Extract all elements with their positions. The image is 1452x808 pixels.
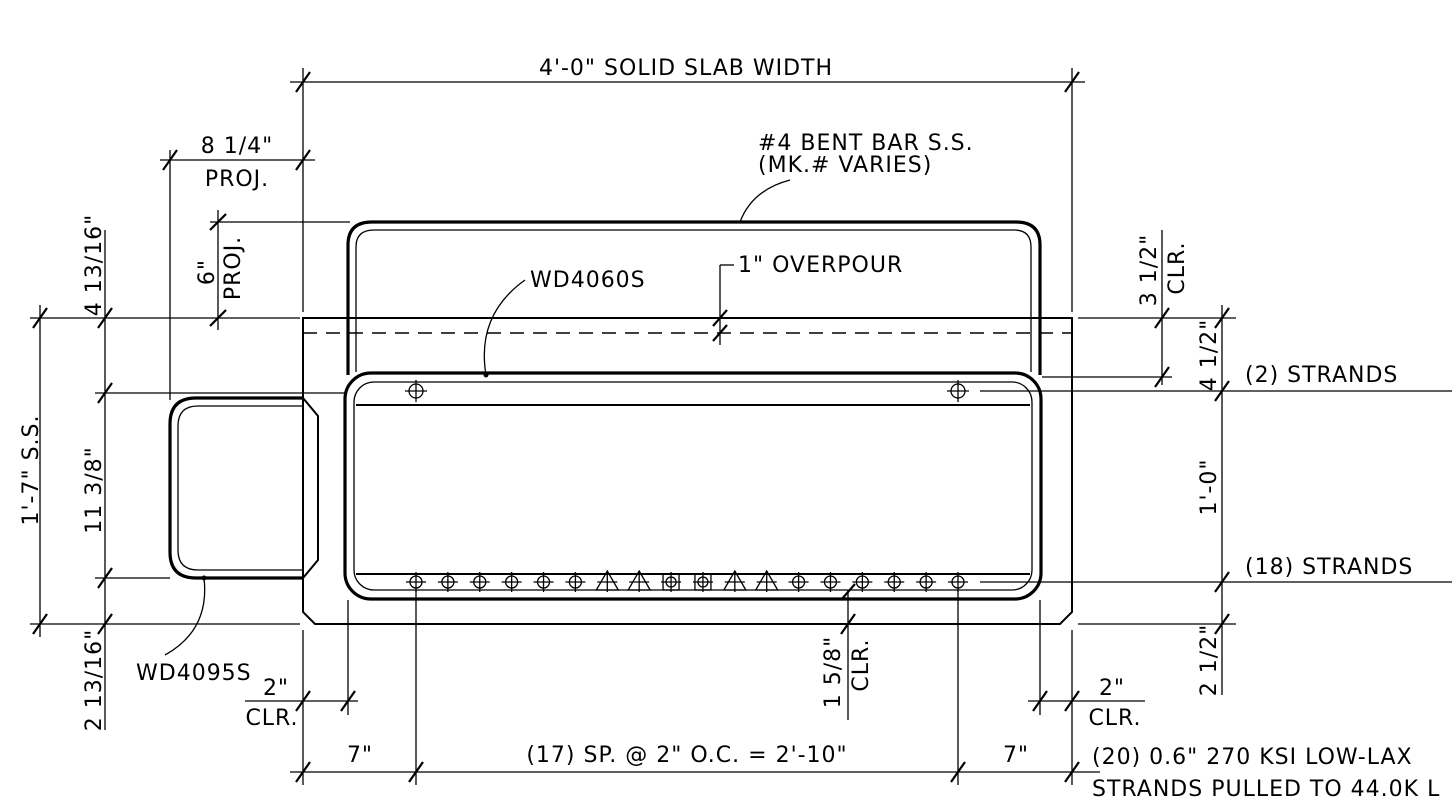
dim-1-7-ss: 1'-7" S.S. <box>19 414 44 525</box>
main-stirrup <box>343 371 1043 601</box>
bottom-strand <box>627 569 652 592</box>
dim-11-3-8: 11 3/8" <box>82 446 107 534</box>
dim-proj-8: 8 1/4" PROJ. <box>160 134 315 400</box>
dim-4-13-16: 4 13/16" <box>82 214 107 317</box>
dim-2-1-2: 2 1/2" <box>1197 624 1222 697</box>
bent-bar-line1: #4 BENT BAR S.S. <box>758 131 974 156</box>
slab-outline <box>302 317 1073 625</box>
left-stirrup <box>168 396 319 580</box>
strand-note: (20) 0.6" 270 KSI LOW-LAX STRANDS PULLED… <box>1092 745 1440 802</box>
wd4060s-label: WD4060S <box>530 268 646 293</box>
overpour-label: 1" OVERPOUR <box>738 253 903 278</box>
dim-clr-right: 2" CLR. <box>1028 600 1145 731</box>
clr-right-value: 2" <box>1099 676 1125 701</box>
bottom-strand <box>437 572 458 592</box>
wd4060s-callout: WD4060S <box>483 268 646 378</box>
dim-clr-left: 2" CLR. <box>245 600 358 731</box>
bottom-strand <box>754 569 779 592</box>
strands-top-label: (2) STRANDS <box>1245 363 1398 388</box>
dim-proj-6: 6" PROJ. <box>195 210 350 330</box>
overpour-callout: 1" OVERPOUR <box>712 253 903 345</box>
dim-slab-width: 4'-0" SOLID SLAB WIDTH <box>290 56 1085 312</box>
bottom-strand <box>469 572 490 592</box>
strand-note-line2: STRANDS PULLED TO 44.0K L <box>1092 777 1440 802</box>
proj-8-label: PROJ. <box>205 167 269 192</box>
bottom-strand <box>533 572 554 592</box>
bottom-strand <box>722 569 747 592</box>
dim-2-13-16: 2 13/16" <box>82 629 107 732</box>
dim-7-left: 7" <box>347 743 373 768</box>
strand-note-line1: (20) 0.6" 270 KSI LOW-LAX <box>1092 745 1413 770</box>
clr-3-1-2-value: 3 1/2" <box>1137 234 1162 307</box>
clr-left-label: CLR. <box>245 706 298 731</box>
wd4095s-label: WD4095S <box>136 661 252 686</box>
clr-1-5-8-label: CLR. <box>849 638 874 691</box>
proj-8-value: 8 1/4" <box>201 134 274 159</box>
top-strand-left <box>405 380 427 402</box>
bottom-strand <box>852 572 873 592</box>
bent-bar-line2: (MK.# VARIES) <box>758 153 932 178</box>
bottom-strand <box>820 572 841 592</box>
bottom-strand <box>595 569 620 592</box>
dim-clr-1-5-8: 1 5/8" CLR. <box>821 583 874 720</box>
bottom-strand <box>565 572 586 592</box>
dim-strand-spacing: 7" (17) SP. @ 2" O.C. = 2'-10" 7" <box>290 590 1100 785</box>
dim-1-0: 1'-0" <box>1197 458 1222 515</box>
bent-bar-callout: #4 BENT BAR S.S. (MK.# VARIES) <box>739 131 974 223</box>
clr-left-value: 2" <box>263 676 289 701</box>
proj-6-value: 6" <box>195 259 220 285</box>
bottom-strands <box>406 569 968 592</box>
bottom-strand <box>884 572 905 592</box>
dim-overall-height: 1'-7" S.S. <box>19 305 48 637</box>
dim-4-1-2: 4 1/2" <box>1197 319 1222 392</box>
bottom-strand <box>788 572 809 592</box>
bottom-strand <box>948 572 968 592</box>
dim-left-chain: 4 13/16" 11 3/8" 2 13/16" <box>30 214 345 732</box>
top-strands <box>405 380 969 402</box>
bottom-strand <box>661 572 682 592</box>
bottom-strand <box>692 572 713 592</box>
clr-1-5-8-value: 1 5/8" <box>821 636 846 709</box>
bottom-strand <box>406 572 426 592</box>
proj-6-label: PROJ. <box>221 236 246 300</box>
top-strand-right <box>947 380 969 402</box>
bottom-strand <box>916 572 937 592</box>
strands-bottom-label: (18) STRANDS <box>1245 555 1413 580</box>
dim-7-right: 7" <box>1003 743 1029 768</box>
slab-width-label: 4'-0" SOLID SLAB WIDTH <box>539 56 833 81</box>
bottom-strand <box>501 572 522 592</box>
wd4095s-callout: WD4095S <box>136 575 252 686</box>
clr-3-1-2-label: CLR. <box>1165 241 1190 294</box>
bent-bar <box>346 220 1042 375</box>
dim-right-chain: 4 1/2" 1'-0" 2 1/2" <box>980 305 1452 696</box>
dim-clr-3-1-2: 3 1/2" CLR. <box>1042 230 1190 388</box>
clr-right-label: CLR. <box>1088 706 1141 731</box>
spacing-label: (17) SP. @ 2" O.C. = 2'-10" <box>526 743 847 768</box>
